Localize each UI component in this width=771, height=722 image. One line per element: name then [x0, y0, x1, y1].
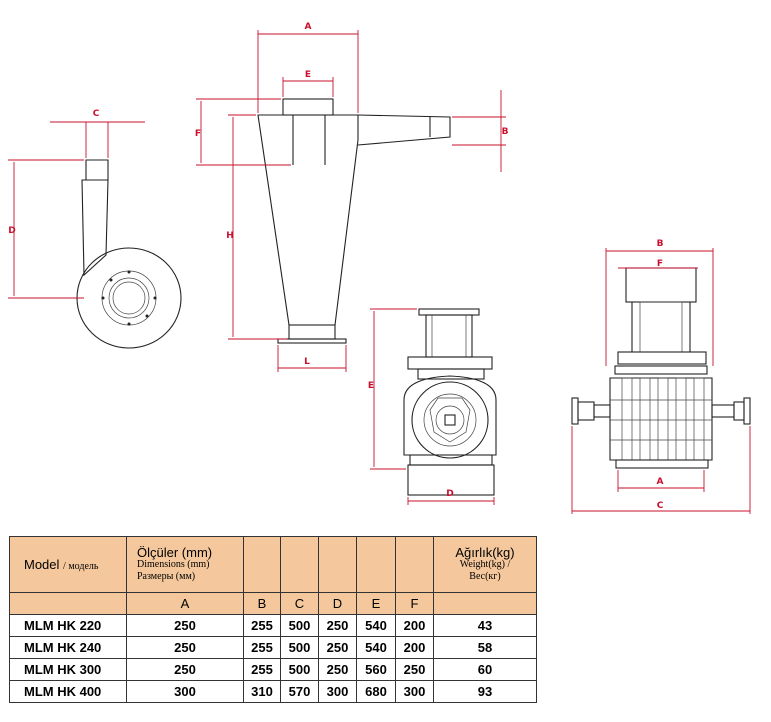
- col-header-b: B: [243, 592, 281, 615]
- header-model: Model / модель: [9, 536, 127, 593]
- dim-label-a: A: [305, 22, 312, 32]
- cyclone-side-view: C D: [8, 109, 182, 349]
- dim-label-e: E: [305, 70, 311, 80]
- dim-label-f: F: [195, 129, 201, 139]
- valve-front-view: E D: [368, 308, 497, 505]
- col-header-e: E: [356, 592, 396, 615]
- valve-dim-label-d: D: [446, 489, 453, 499]
- header-dimensions: Ölçüler (mm) Dimensions (mm) Размеры (мм…: [126, 536, 244, 593]
- col-header-d: D: [318, 592, 357, 615]
- col-header-c: C: [280, 592, 319, 615]
- valve-side-view: B F A C: [571, 239, 751, 514]
- col-header-f: F: [395, 592, 434, 615]
- header-weight: Ağırlık(kg) Weight(kg) / Вес(кг): [433, 536, 537, 593]
- column-letter-row: A B C D E F: [9, 592, 537, 615]
- table-header-row: Model / модель Ölçüler (mm) Dimensions (…: [9, 536, 537, 593]
- valve-dim-label-e: E: [368, 381, 374, 391]
- side-dim-label-b: B: [657, 239, 664, 249]
- dim-label-l: L: [304, 357, 310, 367]
- side-dim-label-a: A: [657, 477, 664, 487]
- dim-label-h: H: [226, 231, 234, 241]
- table-row: MLM HK 220 250 255 500 250 540 200 43: [9, 614, 537, 637]
- dim-label-c: C: [93, 109, 100, 119]
- technical-drawing: C D A E F: [8, 22, 751, 514]
- side-dim-label-f: F: [657, 259, 663, 269]
- dim-label-b: B: [502, 127, 509, 137]
- cyclone-front-view: A E F H B L: [195, 22, 509, 372]
- side-dim-label-c: C: [657, 501, 664, 511]
- table-row: MLM HK 240 250 255 500 250 540 200 58: [9, 636, 537, 659]
- spec-table: Model / модель Ölçüler (mm) Dimensions (…: [9, 536, 537, 703]
- col-header-a: A: [126, 592, 244, 615]
- table-row: MLM HK 300 250 255 500 250 560 250 60: [9, 658, 537, 681]
- table-row: MLM HK 400 300 310 570 300 680 300 93: [9, 680, 537, 703]
- dim-label-d: D: [8, 226, 15, 236]
